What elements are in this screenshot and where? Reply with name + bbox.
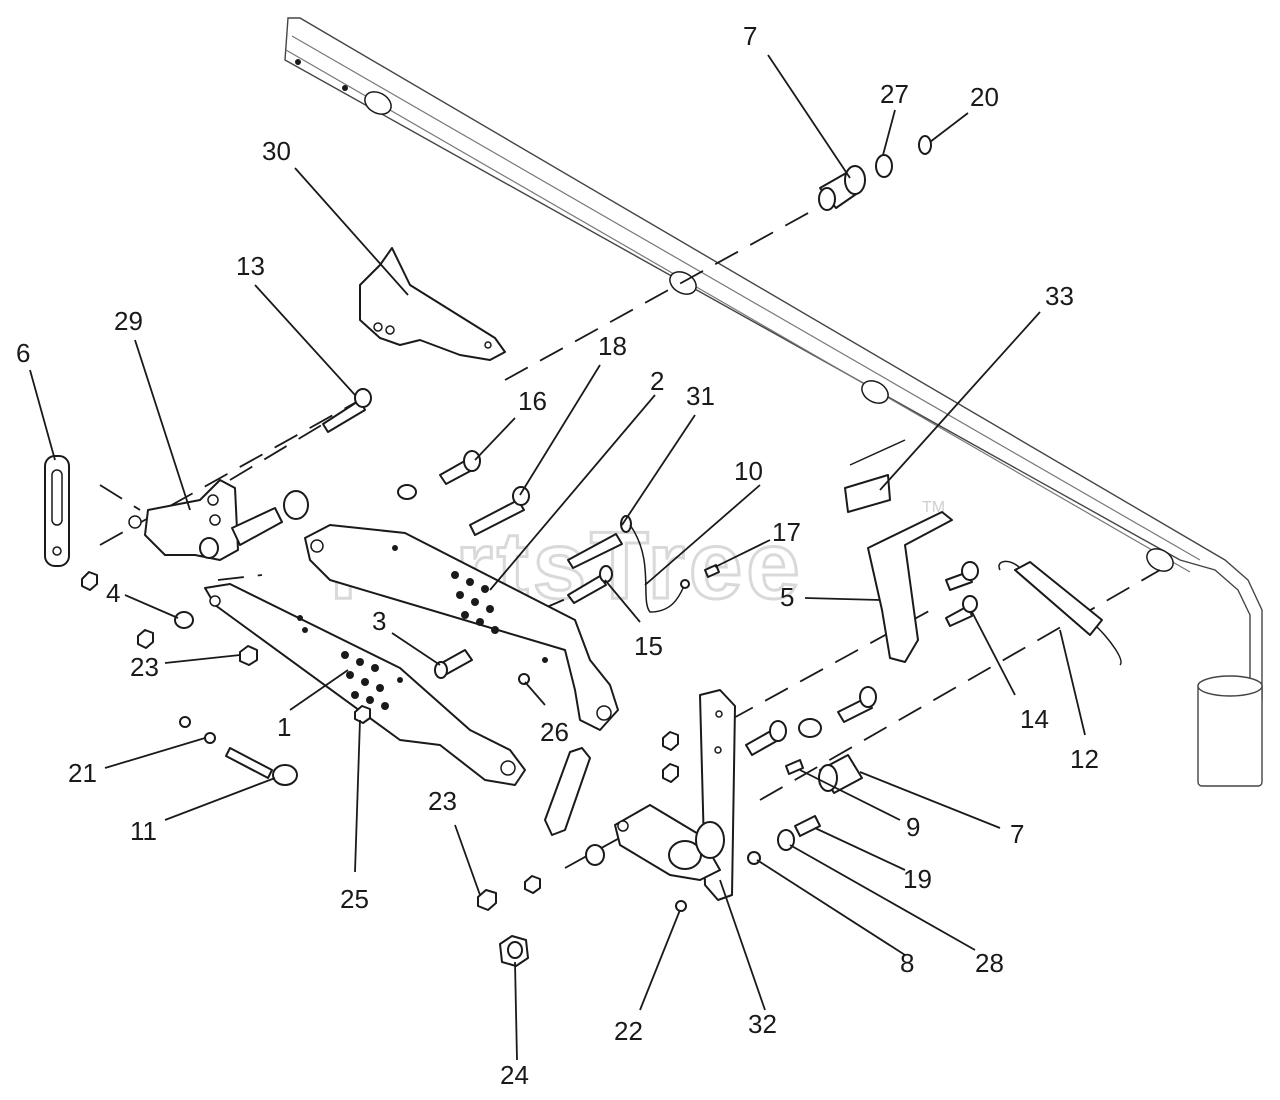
callout-28: 28	[975, 948, 1004, 978]
callout-22: 22	[614, 1016, 643, 1046]
callout-26: 26	[540, 717, 569, 747]
callout-27: 27	[880, 79, 909, 109]
callout-19: 19	[903, 864, 932, 894]
callout-11: 11	[130, 816, 157, 846]
callout-30: 30	[262, 136, 291, 166]
callout-25: 25	[340, 884, 369, 914]
callout-6: 6	[16, 338, 30, 368]
hardware	[81, 135, 1122, 967]
callout-18: 18	[598, 331, 627, 361]
callout-24: 24	[500, 1060, 529, 1090]
callout-16: 16	[518, 386, 547, 416]
callout-8: 8	[900, 948, 914, 978]
assembly-lines	[99, 211, 1161, 869]
callout-31: 31	[686, 381, 715, 411]
callout-21: 21	[68, 758, 97, 788]
callout-4: 4	[106, 578, 120, 608]
callout-labels: 7 27 20 30 13 29 6 18 2 31 16 10 33 17 5…	[16, 21, 1099, 1090]
callout-9: 9	[906, 812, 920, 842]
callout-23a: 23	[130, 652, 159, 682]
callout-14: 14	[1020, 704, 1049, 734]
callout-15: 15	[634, 631, 663, 661]
callout-3: 3	[372, 606, 386, 636]
callout-29: 29	[114, 306, 143, 336]
callout-7b: 7	[1010, 819, 1024, 849]
callout-2: 2	[650, 366, 664, 396]
callout-1: 1	[277, 712, 291, 742]
callout-12: 12	[1070, 744, 1099, 774]
callout-7a: 7	[743, 21, 757, 51]
callout-33: 33	[1045, 281, 1074, 311]
callout-10: 10	[734, 456, 763, 486]
callout-32: 32	[748, 1009, 777, 1039]
part-2-upper-plate	[304, 524, 619, 731]
callout-5: 5	[780, 582, 794, 612]
leader-lines	[29, 54, 1086, 1061]
callout-23b: 23	[428, 786, 457, 816]
watermark-trademark: TM	[922, 499, 945, 516]
callout-20: 20	[970, 82, 999, 112]
part-30-bracket	[359, 247, 506, 361]
part-6-link	[44, 455, 70, 567]
part-29-bracket	[128, 479, 283, 561]
callout-13: 13	[236, 251, 265, 281]
frame-bar	[284, 17, 1263, 787]
part-3-spacer	[434, 649, 473, 679]
callout-17: 17	[772, 517, 801, 547]
